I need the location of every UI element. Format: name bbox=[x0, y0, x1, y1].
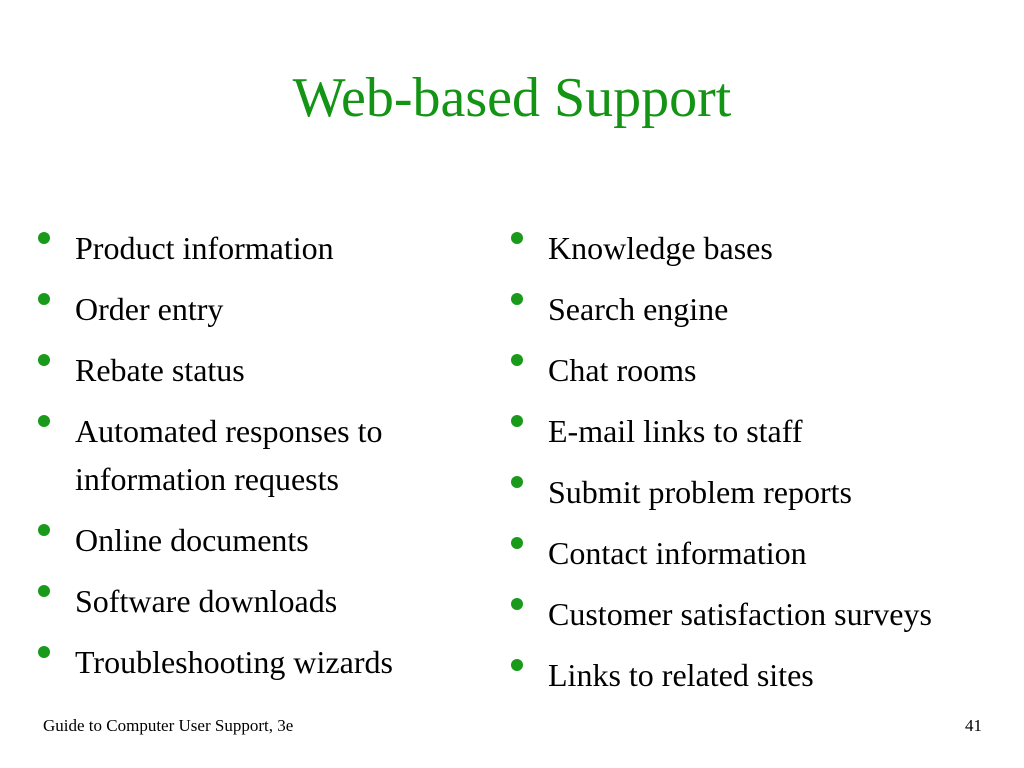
page-number: 41 bbox=[965, 716, 982, 735]
bullet-text: Customer satisfaction surveys bbox=[548, 596, 932, 632]
bullet-dot-icon bbox=[511, 537, 523, 549]
bullet-item: Rebate status bbox=[38, 346, 478, 394]
bullet-item: Contact information bbox=[511, 529, 941, 577]
right-bullet-list: Knowledge bases Search engine Chat rooms… bbox=[511, 224, 941, 712]
bullet-dot-icon bbox=[38, 524, 50, 536]
bullet-text: Order entry bbox=[75, 291, 224, 327]
bullet-item: Order entry bbox=[38, 285, 478, 333]
bullet-dot-icon bbox=[511, 293, 523, 305]
bullet-item: Submit problem reports bbox=[511, 468, 941, 516]
bullet-text: Links to related sites bbox=[548, 657, 814, 693]
bullet-dot-icon bbox=[511, 598, 523, 610]
bullet-item: Customer satisfaction surveys bbox=[511, 590, 941, 638]
bullet-dot-icon bbox=[38, 293, 50, 305]
bullet-text: Knowledge bases bbox=[548, 230, 773, 266]
bullet-text: E-mail links to staff bbox=[548, 413, 803, 449]
bullet-item: Troubleshooting wizards bbox=[38, 638, 478, 686]
bullet-dot-icon bbox=[511, 232, 523, 244]
bullet-text: Contact information bbox=[548, 535, 807, 571]
bullet-dot-icon bbox=[511, 354, 523, 366]
bullet-dot-icon bbox=[38, 354, 50, 366]
bullet-item: Knowledge bases bbox=[511, 224, 941, 272]
slide-title: Web-based Support bbox=[292, 67, 732, 129]
bullet-dot-icon bbox=[38, 646, 50, 658]
bullet-text: Search engine bbox=[548, 291, 729, 327]
bullet-text: Rebate status bbox=[75, 352, 245, 388]
bullet-text: Chat rooms bbox=[548, 352, 697, 388]
bullet-text: Submit problem reports bbox=[548, 474, 852, 510]
bullet-item: Links to related sites bbox=[511, 651, 941, 699]
bullet-dot-icon bbox=[38, 232, 50, 244]
bullet-text: Software downloads bbox=[75, 583, 338, 619]
bullet-text: Product information bbox=[75, 230, 334, 266]
bullet-dot-icon bbox=[38, 415, 50, 427]
bullet-item: Software downloads bbox=[38, 577, 478, 625]
bullet-item: Automated responses to information reque… bbox=[38, 407, 478, 503]
bullet-text: Online documents bbox=[75, 522, 309, 558]
bullet-item: Online documents bbox=[38, 516, 478, 564]
bullet-item: Chat rooms bbox=[511, 346, 941, 394]
bullet-dot-icon bbox=[511, 415, 523, 427]
left-bullet-list: Product information Order entry Rebate s… bbox=[38, 224, 478, 699]
bullet-text: Troubleshooting wizards bbox=[75, 644, 393, 680]
bullet-dot-icon bbox=[511, 659, 523, 671]
bullet-text: Automated responses to information reque… bbox=[75, 413, 383, 497]
bullet-item: Product information bbox=[38, 224, 478, 272]
footer-source: Guide to Computer User Support, 3e bbox=[43, 716, 294, 735]
bullet-item: E-mail links to staff bbox=[511, 407, 941, 455]
bullet-dot-icon bbox=[511, 476, 523, 488]
bullet-item: Search engine bbox=[511, 285, 941, 333]
bullet-dot-icon bbox=[38, 585, 50, 597]
